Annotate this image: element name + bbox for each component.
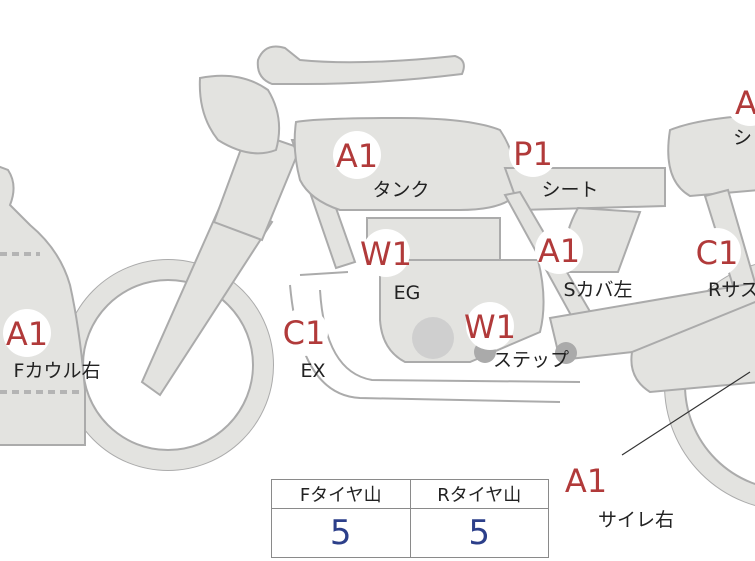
part-label: EG (394, 282, 421, 304)
badge-seat: P1 シート (509, 129, 599, 201)
muffler-shape (630, 300, 755, 394)
badge-rear-suspension: C1 Rサス (693, 228, 755, 301)
badge-circle (3, 309, 51, 357)
badge-circle (726, 78, 755, 126)
handlebar-shape (256, 45, 465, 85)
front-cowl-shape (0, 165, 86, 446)
badge-circle (280, 308, 328, 356)
engine-cover-circle (412, 317, 454, 359)
tread-table-header-row: Fタイヤ山 Rタイヤ山 (271, 479, 549, 509)
engine-block-shape (379, 259, 545, 363)
badge-circle (509, 129, 557, 177)
part-label: Fカウル右 (14, 360, 101, 382)
damage-code: A1 (565, 462, 607, 500)
damage-code: P1 (513, 135, 553, 173)
damage-code: C1 (283, 314, 326, 352)
badge-side-cover: A1 Sカバ左 (535, 226, 633, 301)
tread-table-value-row: 5 5 (271, 508, 549, 558)
badge-tail: A シ (726, 78, 755, 149)
part-label: Sカバ左 (563, 279, 632, 301)
headlight-shape (198, 74, 281, 155)
part-label: シート (541, 179, 598, 201)
exhaust-pipe-inner (319, 289, 581, 383)
damage-code: C1 (696, 234, 739, 272)
damage-code: A1 (6, 315, 48, 353)
badge-circle (362, 229, 410, 277)
badge-tank: A1 タンク (333, 131, 430, 201)
badge-circle (562, 456, 610, 504)
badge-front-cowl: A1 Fカウル右 (3, 309, 100, 382)
damage-code: A (735, 84, 755, 122)
badge-circle (466, 302, 514, 350)
fork-upper-shape (212, 128, 302, 242)
part-label: タンク (372, 179, 429, 201)
damage-code: W1 (464, 308, 516, 346)
rear-tire-header: Rタイヤ山 (409, 479, 549, 509)
silencer-leader-line (621, 371, 751, 456)
part-label: Rサス (708, 279, 755, 301)
damage-code: A1 (336, 137, 378, 175)
rear-tire-value: 5 (409, 508, 549, 558)
tire-tread-table: Fタイヤ山 Rタイヤ山 5 5 (271, 479, 549, 558)
badge-circle (693, 228, 741, 276)
part-label: サイレ右 (598, 509, 674, 531)
badge-step: W1 ステップ (464, 302, 569, 371)
badge-engine: W1 EG (360, 229, 420, 304)
damage-code: W1 (360, 235, 412, 273)
part-label: シ (733, 127, 752, 149)
badge-circle (535, 226, 583, 274)
front-tire-value: 5 (271, 508, 411, 558)
tail-cowl-shape (667, 114, 755, 198)
part-label: ステップ (493, 349, 569, 371)
front-tire-header: Fタイヤ山 (271, 479, 411, 509)
badge-exhaust: C1 EX (280, 308, 328, 382)
badge-circle (333, 131, 381, 179)
part-label: EX (300, 360, 325, 382)
badge-silencer: A1 サイレ右 (562, 456, 674, 531)
step-peg-right (555, 342, 577, 364)
damage-code: A1 (538, 232, 580, 270)
